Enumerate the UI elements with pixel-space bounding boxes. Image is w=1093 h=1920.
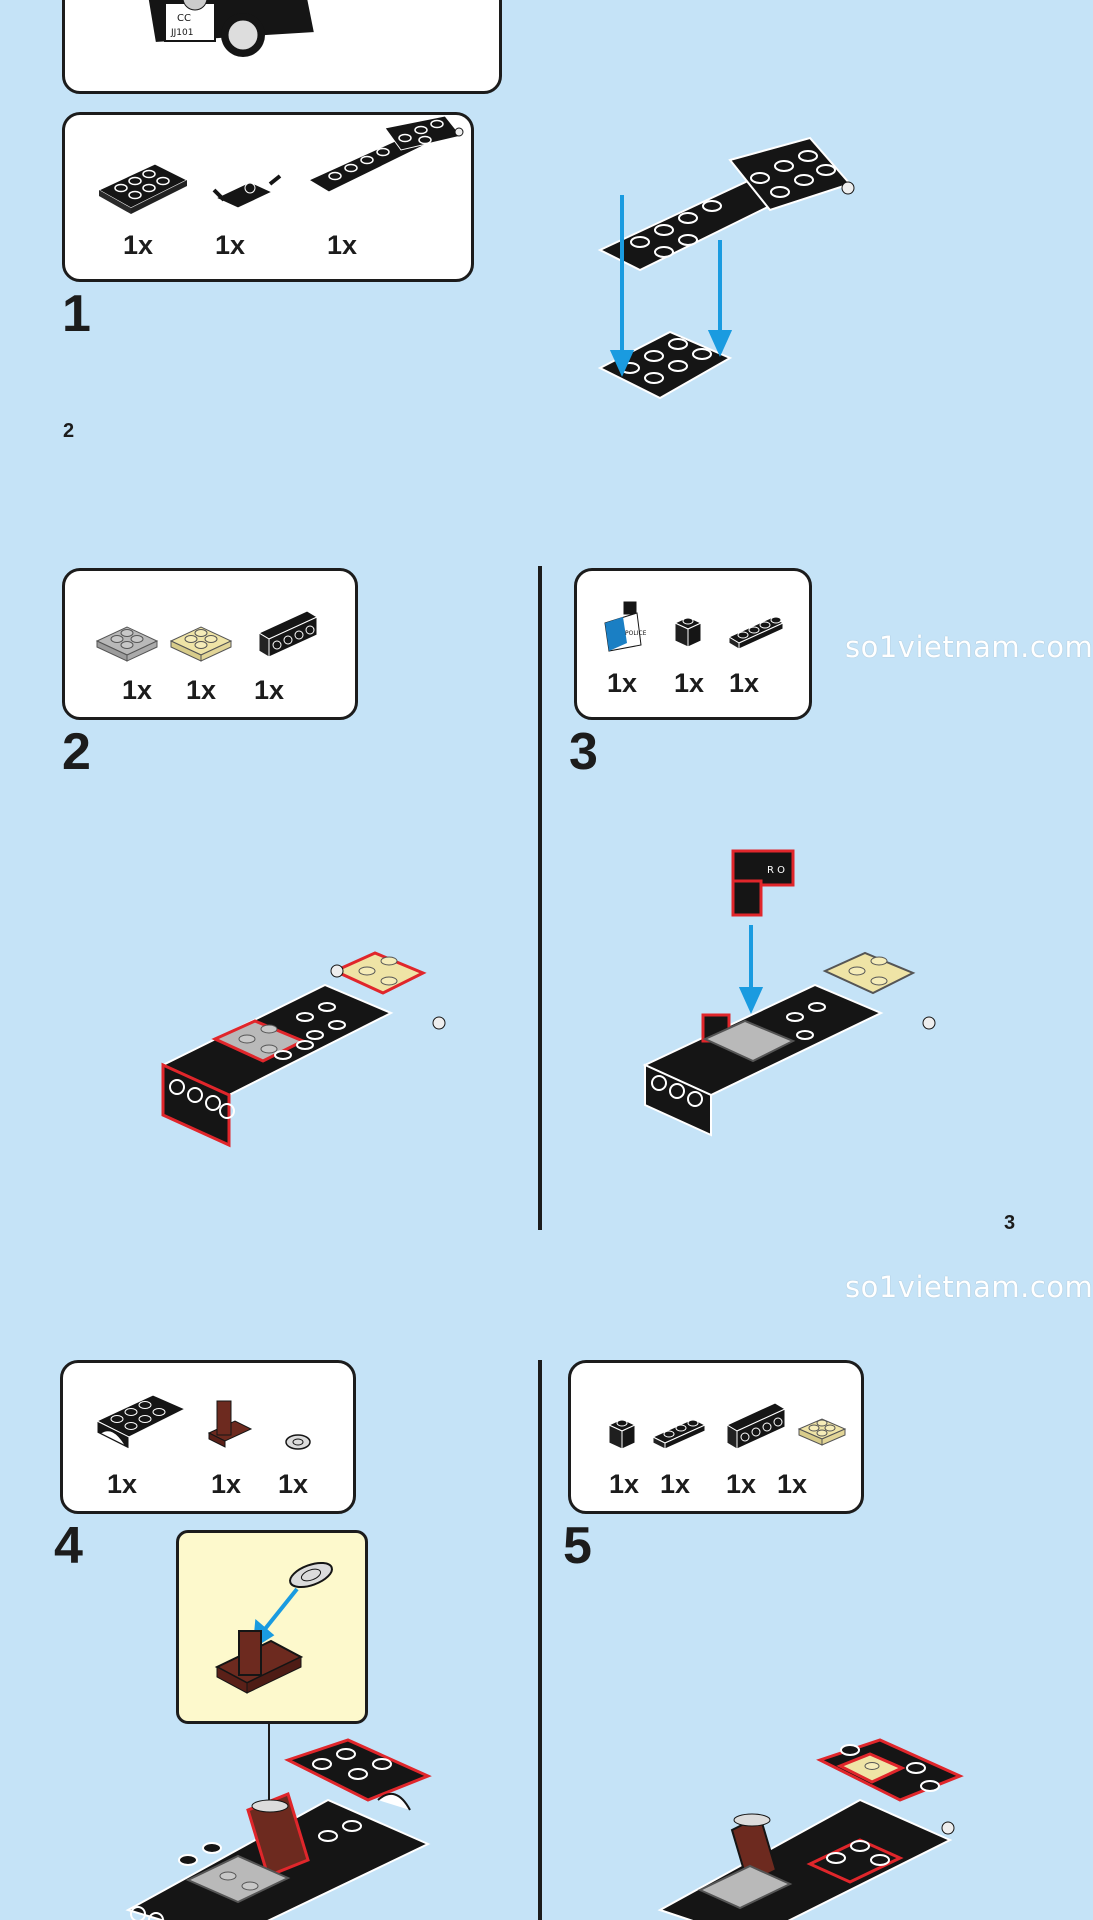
plate-2x2-tan-icon <box>169 626 233 662</box>
step5-part1-qty: 1x <box>609 1469 640 1499</box>
step4-parts-panel: 1x 1x 1x <box>60 1360 356 1514</box>
callout-connector-line <box>268 1724 270 1808</box>
step3-number: 3 <box>569 723 598 781</box>
step4-part1-qty: 1x <box>107 1469 138 1499</box>
step1-number: 1 <box>62 285 91 343</box>
step-divider-middle <box>538 566 542 1230</box>
brick-1x1-black-icon <box>673 616 703 648</box>
step2-assembly-illustration <box>160 951 446 1148</box>
plate-1x3-black-icon <box>651 1418 707 1450</box>
step-divider-bottom <box>538 1360 542 1920</box>
step5-part3-qty: 1x <box>726 1469 757 1499</box>
step1-part1-qty: 1x <box>123 230 154 260</box>
step4-part3-qty: 1x <box>278 1469 309 1499</box>
step3-part3-qty: 1x <box>729 668 760 698</box>
brick-1x1-black-icon <box>607 1418 637 1450</box>
step3-parts-panel: POLICE 1x 1x 1x <box>574 568 812 720</box>
svg-text:JJ101: JJ101 <box>170 28 194 38</box>
steering-wheel-gray-icon <box>285 1434 311 1450</box>
slope-printed-police-icon: POLICE <box>604 600 647 652</box>
small-clip-piece-icon <box>212 174 282 209</box>
step1-part3-qty: 1x <box>327 230 358 260</box>
page-number-3: 3 <box>1004 1212 1016 1234</box>
step2-number: 2 <box>62 723 91 781</box>
step2-part1-qty: 1x <box>122 675 153 705</box>
step5-number: 5 <box>563 1517 592 1575</box>
step2-part3-qty: 1x <box>254 675 285 705</box>
previous-step-panel: CC JJ101 <box>62 0 502 94</box>
svg-text:POLICE: POLICE <box>625 630 647 637</box>
chassis-plate-black-icon <box>307 115 464 193</box>
brick-1x4-black-icon <box>257 610 319 658</box>
watermark-middle: so1vietnam.com <box>845 630 1093 664</box>
step1-parts-panel: 1x 1x 1x <box>62 112 474 282</box>
step4-number: 4 <box>54 1517 83 1575</box>
step4-assembly-illustration <box>125 1738 432 1920</box>
brick-1x4-black-icon <box>725 1402 787 1450</box>
watermark-bottom: so1vietnam.com <box>845 1270 1093 1304</box>
step1-assembly-illustration <box>597 136 855 400</box>
plate-2x2-tan-icon <box>797 1418 847 1446</box>
step4-part2-qty: 1x <box>211 1469 242 1499</box>
plate-2x2-light-gray-icon <box>95 626 159 662</box>
step2-parts-panel: 1x 1x 1x <box>62 568 358 720</box>
step5-parts-panel: 1x 1x 1x 1x <box>568 1360 864 1514</box>
step1-part2-qty: 1x <box>215 230 246 260</box>
step5-part2-qty: 1x <box>660 1469 691 1499</box>
svg-text:R O: R O <box>767 865 785 876</box>
svg-text:CC: CC <box>177 13 191 24</box>
page-number-2: 2 <box>63 420 75 442</box>
plate-2x4-black-icon <box>97 163 189 214</box>
plate-2x4-arch-black-icon <box>95 1394 187 1450</box>
step2-part2-qty: 1x <box>186 675 217 705</box>
step3-part1-qty: 1x <box>607 668 638 698</box>
seat-brown-icon <box>207 1400 253 1448</box>
step3-assembly-illustration: R O <box>642 849 936 1137</box>
seat-with-steering-wheel-icon <box>214 1561 333 1694</box>
step4-subassembly-callout <box>176 1530 368 1724</box>
step5-part4-qty: 1x <box>777 1469 808 1499</box>
step5-assembly-illustration <box>657 1738 964 1920</box>
car-front-icon: CC JJ101 <box>146 0 317 57</box>
step3-part2-qty: 1x <box>674 668 705 698</box>
plate-1x4-black-icon <box>727 616 785 650</box>
